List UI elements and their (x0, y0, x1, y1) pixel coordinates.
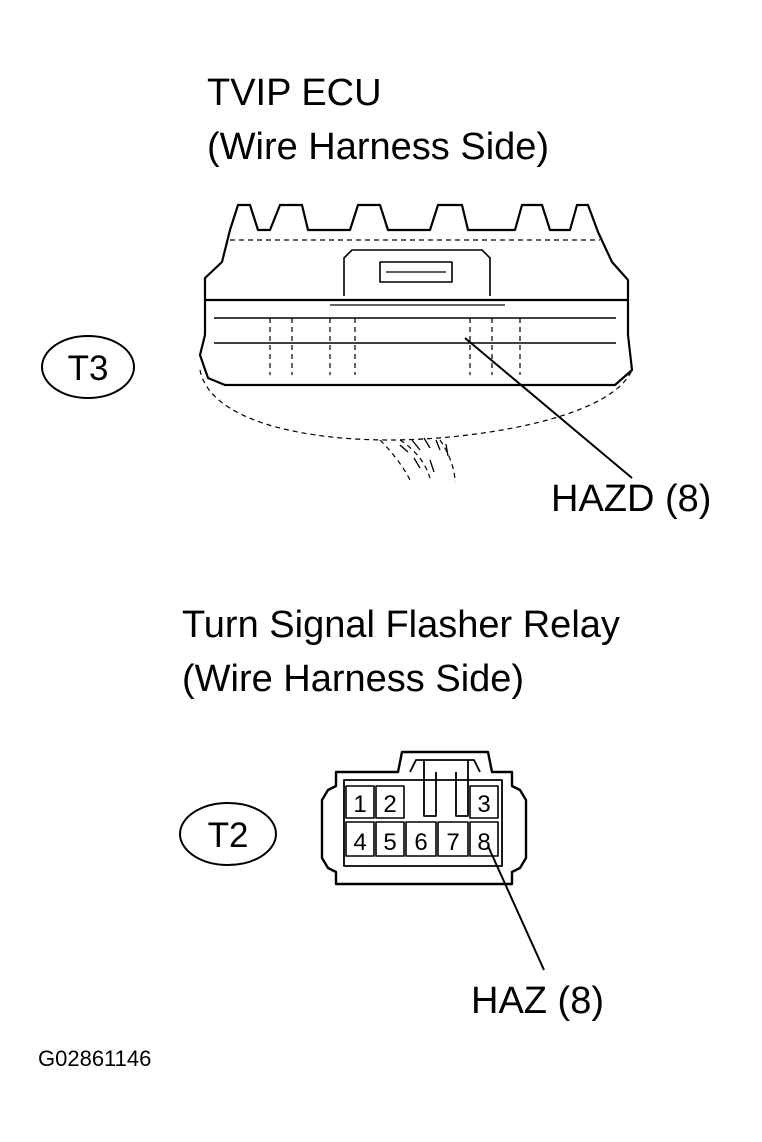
relay-pin-7: 7 (446, 829, 459, 856)
relay-title: Turn Signal Flasher Relay (182, 604, 620, 646)
relay-pin-3: 3 (477, 791, 490, 818)
ecu-leader-line (464, 337, 633, 479)
relay-connector-id: T2 (208, 816, 249, 855)
relay-pin-4: 4 (353, 829, 366, 856)
relay-pin-6: 6 (414, 829, 427, 856)
ecu-hidden-lines (199, 239, 633, 483)
relay-leader-line (487, 845, 545, 971)
relay-pin-numbers: 1 2 3 4 5 6 7 8 (353, 791, 490, 856)
relay-pin-label: HAZ (8) (471, 980, 604, 1022)
ecu-connector-id: T3 (68, 349, 109, 388)
relay-pin-1: 1 (353, 791, 366, 818)
ecu-title: TVIP ECU (207, 72, 382, 114)
relay-pin-2: 2 (383, 791, 396, 818)
ecu-wire-bundle (399, 437, 449, 473)
figure-code: G02861146 (38, 1046, 152, 1071)
ecu-connector-id-ellipse (41, 335, 135, 399)
relay-pin-5: 5 (383, 829, 396, 856)
relay-pin-8: 8 (477, 829, 490, 856)
relay-connector (320, 750, 528, 886)
ecu-connector (198, 203, 634, 387)
ecu-subtitle: (Wire Harness Side) (207, 126, 550, 168)
relay-subtitle: (Wire Harness Side) (182, 658, 525, 700)
ecu-pin-label: HAZD (8) (551, 478, 712, 520)
relay-connector-id-ellipse (179, 802, 277, 866)
